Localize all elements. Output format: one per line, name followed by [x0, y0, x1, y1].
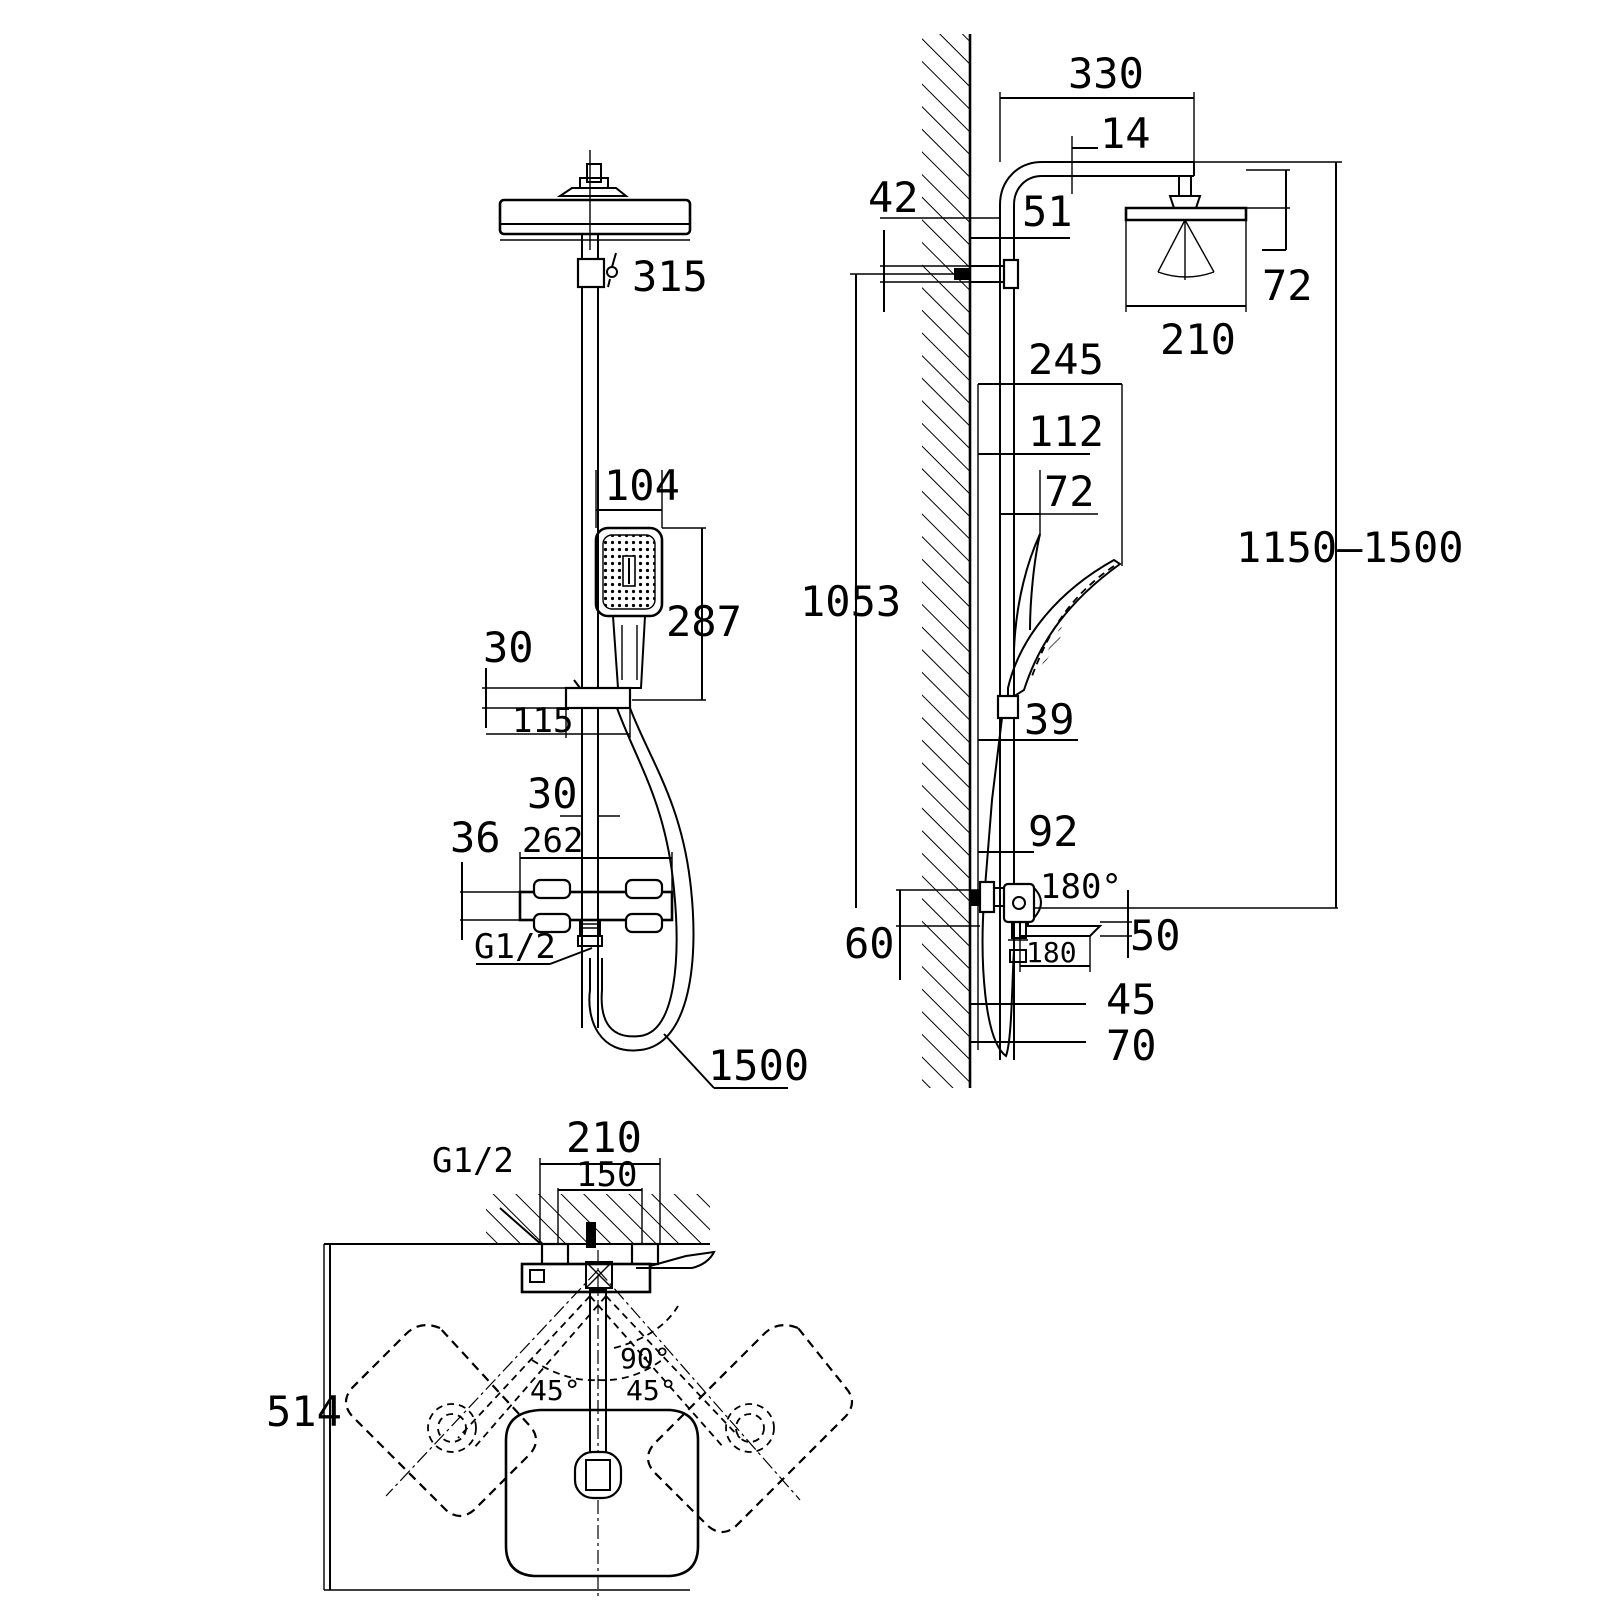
hand-shower [594, 526, 664, 689]
side-rain-head [1124, 175, 1248, 280]
dim-holder-reach: 112 [1028, 407, 1104, 456]
dim-holder-height: 30 [483, 623, 534, 672]
front-view: 315 104 287 30 115 [450, 150, 809, 1090]
label-angle-left: 45° [530, 1374, 581, 1407]
dim-handle-reach: 72 [1044, 467, 1095, 516]
dim-hose-length: 1500 [708, 1041, 809, 1090]
side-hand-shower [1007, 533, 1122, 702]
wall-section [922, 34, 970, 1088]
dim-wall-gap: 45 [1106, 975, 1157, 1024]
dim-mixer-depth: 92 [1028, 807, 1079, 856]
dim-handshower-height: 287 [666, 597, 742, 646]
dim-outlet-depth: 70 [1106, 1021, 1157, 1070]
dim-total-height: 1150–1500 [1236, 523, 1464, 572]
top-wall-section [486, 1194, 710, 1244]
dim-arm-height: 14 [1100, 109, 1151, 158]
handshower-holder [564, 679, 632, 710]
label-spout-rotation: 180° [1040, 867, 1122, 907]
dim-bracket-to-mixer: 1053 [800, 577, 901, 626]
rain-head [498, 150, 692, 250]
diverter-block [576, 252, 618, 289]
thermostatic-mixer [518, 878, 674, 947]
dim-bracket-size: 42 [868, 173, 919, 222]
dim-spout-length: 180 [1026, 936, 1077, 969]
top-view: 514 210 150 G1/2 [266, 1113, 854, 1596]
dim-head-width: 315 [632, 252, 708, 301]
dim-head-depth: 210 [1160, 315, 1236, 364]
dim-mixer-height: 36 [450, 813, 501, 862]
label-inlet-thread: G1/2 [474, 927, 556, 967]
dim-bracket-offset: 51 [1022, 187, 1073, 236]
dim-holder-width: 115 [512, 701, 573, 741]
side-view: 330 14 51 42 72 210 1150–1500 1053 [800, 34, 1464, 1088]
label-angle-right: 45° [626, 1374, 677, 1407]
dim-handshower-reach: 245 [1028, 335, 1104, 384]
dim-body-width: 210 [566, 1113, 642, 1162]
dim-arm-length: 330 [1068, 49, 1144, 98]
dim-inlet-spacing: 150 [576, 1155, 637, 1195]
side-slider [996, 694, 1020, 720]
label-top-inlet-thread: G1/2 [432, 1141, 514, 1181]
dim-bar-diameter: 30 [527, 769, 578, 818]
dim-top-depth: 514 [266, 1387, 342, 1436]
dim-head-height: 72 [1262, 261, 1313, 310]
dim-spout-height: 50 [1130, 911, 1181, 960]
dim-mixer-body-height: 60 [844, 919, 895, 968]
dim-slider-size: 39 [1024, 695, 1075, 744]
dim-mixer-width: 262 [522, 821, 583, 861]
dim-handshower-width: 104 [604, 461, 680, 510]
label-angle-total: 90° [620, 1342, 671, 1375]
